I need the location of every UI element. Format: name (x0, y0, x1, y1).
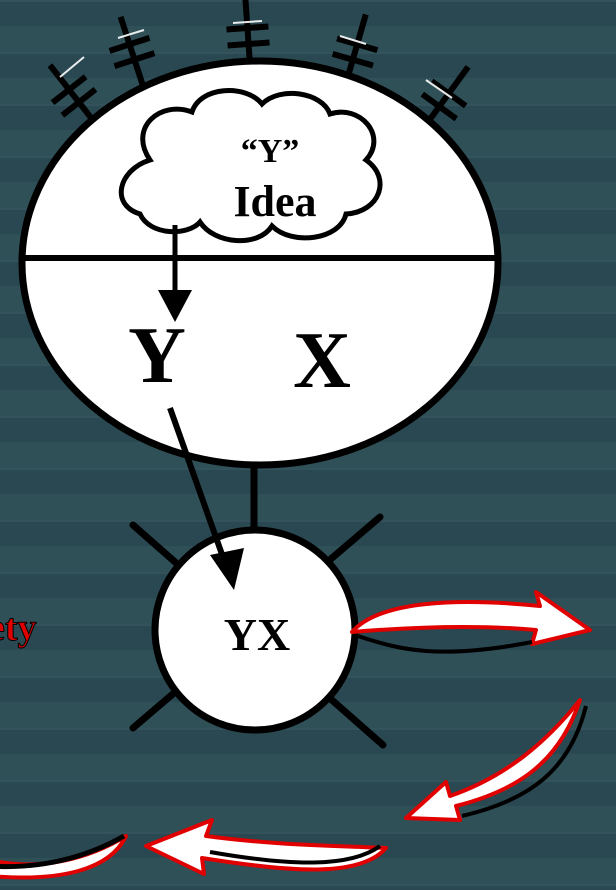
curved-arrow-bottom-left (146, 820, 386, 874)
cloud-quote-text: “Y” (241, 133, 300, 170)
curved-arrow-right (352, 592, 590, 652)
head-letter-x: X (293, 317, 351, 405)
curved-arrow-down-left (406, 700, 586, 820)
cut-off-red-text: ety (0, 607, 37, 649)
small-circle-label: YX (224, 609, 290, 660)
cloud-idea-text: Idea (233, 177, 316, 226)
head-letter-y: Y (128, 312, 186, 400)
curved-arrow-bottom-edge (0, 836, 126, 877)
